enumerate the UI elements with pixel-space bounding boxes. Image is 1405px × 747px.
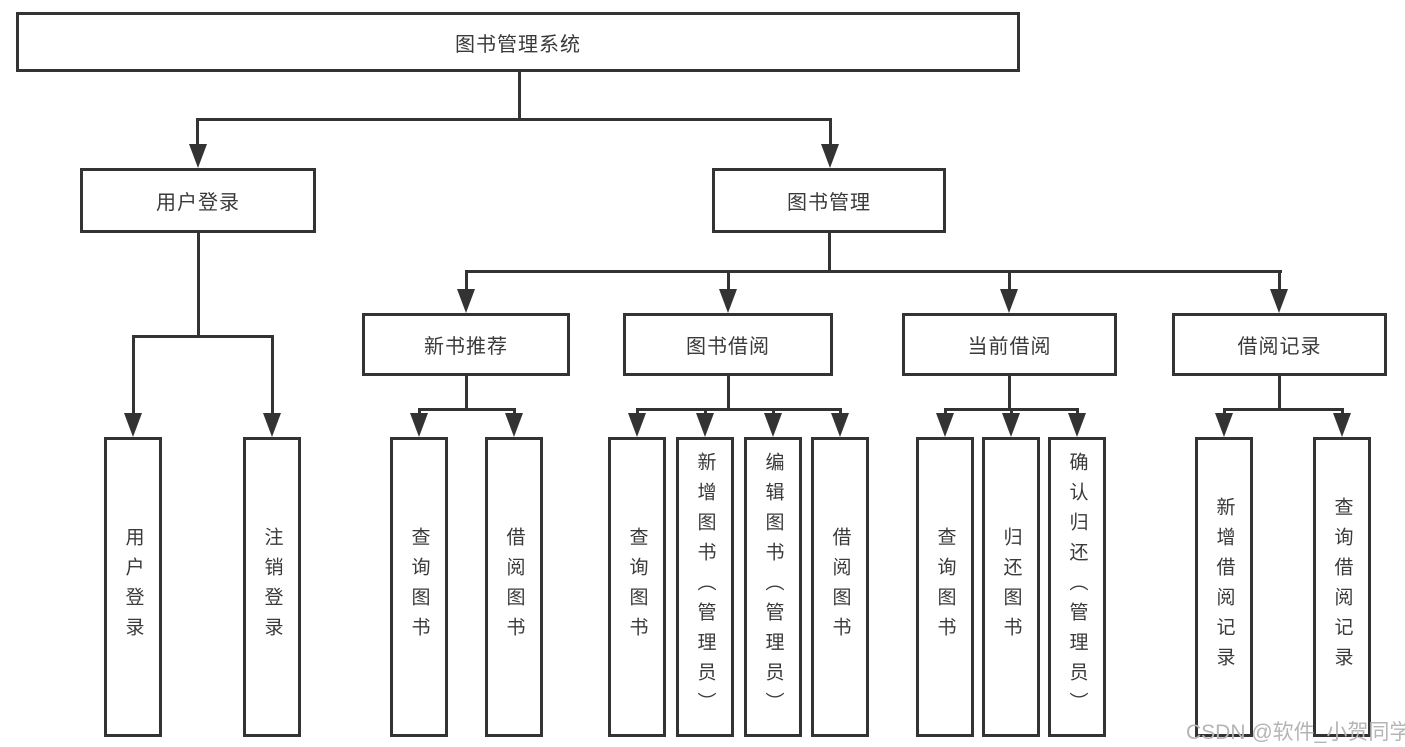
leaf-label: 查询图书 — [934, 527, 956, 647]
leaf-bb-add-book-admin: 新增图书（管理员） — [676, 437, 734, 737]
node-new-book-recommend: 新书推荐 — [362, 313, 570, 376]
arrowhead — [764, 413, 782, 437]
arrowhead — [628, 413, 646, 437]
arrowhead — [821, 144, 839, 168]
arrowhead — [1333, 413, 1351, 437]
leaf-label: 查询图书 — [408, 527, 430, 647]
connector-line — [944, 408, 1079, 411]
node-label: 用户登录 — [156, 192, 240, 214]
arrowhead — [831, 413, 849, 437]
connector-line — [828, 233, 831, 270]
connector-line — [727, 273, 730, 291]
node-label: 新书推荐 — [424, 336, 508, 358]
leaf-logout: 注销登录 — [243, 437, 301, 737]
arrowhead — [1000, 289, 1018, 313]
arrowhead — [719, 289, 737, 313]
connector-line — [196, 121, 199, 148]
arrowhead — [1002, 413, 1020, 437]
arrowhead — [505, 413, 523, 437]
leaf-label: 编辑图书（管理员） — [762, 452, 784, 722]
node-label: 图书管理系统 — [455, 33, 581, 56]
leaf-cb-query-book: 查询图书 — [916, 437, 974, 737]
connector-line — [1008, 376, 1011, 408]
connector-line — [418, 408, 516, 411]
leaf-rec-query-book: 查询图书 — [390, 437, 448, 737]
connector-line — [465, 270, 1282, 273]
arrowhead — [936, 413, 954, 437]
arrowhead — [189, 144, 207, 168]
leaf-bb-query-book: 查询图书 — [608, 437, 666, 737]
connector-line — [1278, 376, 1281, 408]
arrowhead — [1068, 413, 1086, 437]
csdn-watermark: CSDN @软件_小贺同学 — [1186, 721, 1405, 744]
arrowhead — [457, 289, 475, 313]
leaf-label: 确认归还（管理员） — [1066, 452, 1088, 722]
connector-line — [465, 273, 468, 291]
leaf-label: 借阅图书 — [829, 527, 851, 647]
node-label: 当前借阅 — [967, 336, 1052, 358]
node-borrow-records: 借阅记录 — [1172, 313, 1387, 376]
arrowhead — [1215, 413, 1233, 437]
leaf-label: 归还图书 — [1000, 527, 1022, 647]
leaf-label: 借阅图书 — [503, 527, 525, 647]
node-book-borrowing: 图书借阅 — [623, 313, 833, 376]
connector-line — [197, 233, 200, 335]
leaf-label: 查询借阅记录 — [1331, 497, 1353, 677]
connector-line — [465, 376, 468, 408]
leaf-label: 新增图书（管理员） — [694, 452, 716, 722]
connector-line — [1223, 408, 1344, 411]
connector-line — [196, 118, 832, 121]
connector-line — [271, 338, 274, 417]
leaf-label: 查询图书 — [626, 527, 648, 647]
leaf-label: 注销登录 — [261, 527, 283, 647]
connector-line — [1008, 273, 1011, 291]
arrowhead — [124, 413, 142, 437]
leaf-br-add-record: 新增借阅记录 — [1195, 437, 1253, 737]
leaf-bb-edit-book-admin: 编辑图书（管理员） — [744, 437, 802, 737]
arrowhead — [696, 413, 714, 437]
connector-line — [829, 121, 832, 148]
node-label: 借阅记录 — [1237, 336, 1322, 358]
node-user-login: 用户登录 — [80, 168, 316, 233]
arrowhead — [410, 413, 428, 437]
node-current-borrowing: 当前借阅 — [902, 313, 1117, 376]
node-book-management: 图书管理 — [712, 168, 946, 233]
leaf-bb-borrow-book: 借阅图书 — [811, 437, 869, 737]
leaf-cb-return-book: 归还图书 — [982, 437, 1040, 737]
leaf-br-query-record: 查询借阅记录 — [1313, 437, 1371, 737]
node-library-system: 图书管理系统 — [16, 12, 1020, 72]
connector-line — [132, 335, 274, 338]
connector-line — [1278, 273, 1281, 291]
connector-line — [132, 338, 135, 417]
leaf-user-login: 用户登录 — [104, 437, 162, 737]
node-label: 图书管理 — [787, 192, 871, 214]
connector-line — [518, 72, 521, 118]
arrowhead — [1270, 289, 1288, 313]
node-label: 图书借阅 — [686, 336, 770, 358]
connector-line — [636, 408, 842, 411]
leaf-rec-borrow-book: 借阅图书 — [485, 437, 543, 737]
arrowhead — [263, 413, 281, 437]
leaf-label: 用户登录 — [122, 527, 144, 647]
connector-line — [727, 376, 730, 408]
leaf-cb-confirm-return-admin: 确认归还（管理员） — [1048, 437, 1106, 737]
leaf-label: 新增借阅记录 — [1213, 497, 1235, 677]
